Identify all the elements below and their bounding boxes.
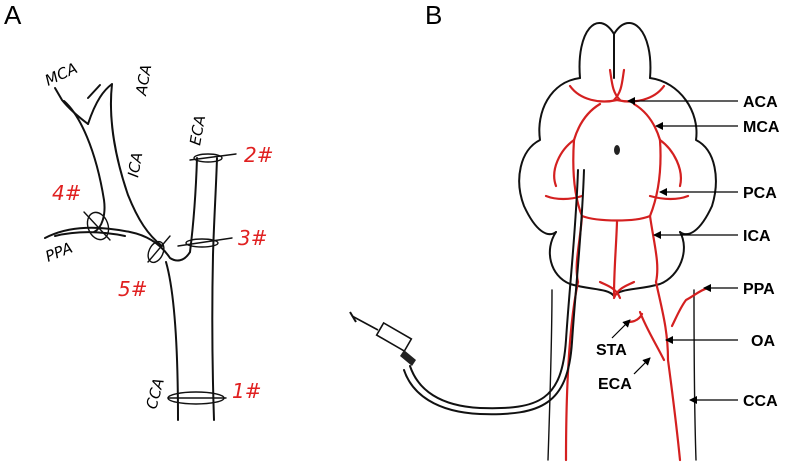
label-cca: CCA bbox=[142, 376, 167, 411]
ligature-number-4: 4# bbox=[52, 181, 81, 205]
label-b-aca: ACA bbox=[743, 94, 778, 111]
label-sta-group: STA bbox=[596, 320, 630, 359]
catheter bbox=[350, 170, 584, 414]
label-b-mca: MCA bbox=[743, 119, 780, 136]
ligature-number-2: 2# bbox=[244, 143, 273, 167]
label-ppa-group: PPA bbox=[704, 281, 775, 298]
panel-a: A bbox=[4, 0, 273, 420]
panel-b: B bbox=[350, 0, 780, 460]
ligature-number-3: 3# bbox=[238, 226, 267, 250]
label-mca: MCA bbox=[42, 59, 80, 90]
label-eca: ECA bbox=[186, 114, 209, 147]
label-mca-group: MCA bbox=[656, 119, 780, 136]
label-b-pca: PCA bbox=[743, 185, 777, 202]
label-b-ica: ICA bbox=[743, 228, 771, 245]
label-b-eca: ECA bbox=[598, 376, 632, 393]
ligature-1 bbox=[168, 392, 226, 404]
label-aca: ACA bbox=[132, 63, 155, 98]
label-cca-group: CCA bbox=[690, 393, 778, 410]
cerebral-vessels bbox=[546, 70, 688, 298]
ligature-3 bbox=[178, 238, 232, 247]
label-oa-group: OA bbox=[666, 333, 775, 350]
label-ica-group: ICA bbox=[654, 228, 771, 245]
label-b-ppa: PPA bbox=[743, 281, 775, 298]
label-b-sta: STA bbox=[596, 342, 627, 359]
label-ppa: PPA bbox=[43, 239, 75, 266]
label-ica: ICA bbox=[124, 151, 146, 179]
ligature-number-1: 1# bbox=[232, 379, 261, 403]
label-eca-group: ECA bbox=[598, 358, 650, 393]
label-b-oa: OA bbox=[751, 333, 775, 350]
panel-b-letter: B bbox=[425, 0, 442, 30]
neck-left bbox=[548, 290, 552, 460]
ligature-number-5: 5# bbox=[118, 277, 147, 301]
ligature-5 bbox=[145, 236, 170, 265]
cca-left bbox=[166, 262, 178, 420]
eca-left bbox=[190, 158, 197, 252]
neck-right bbox=[694, 290, 696, 460]
pituitary-dot bbox=[614, 145, 620, 155]
ica-contour-right bbox=[88, 84, 162, 246]
panel-a-letter: A bbox=[4, 0, 22, 30]
cca-right bbox=[212, 255, 214, 420]
ligature-4 bbox=[84, 209, 112, 242]
label-b-cca: CCA bbox=[743, 393, 778, 410]
